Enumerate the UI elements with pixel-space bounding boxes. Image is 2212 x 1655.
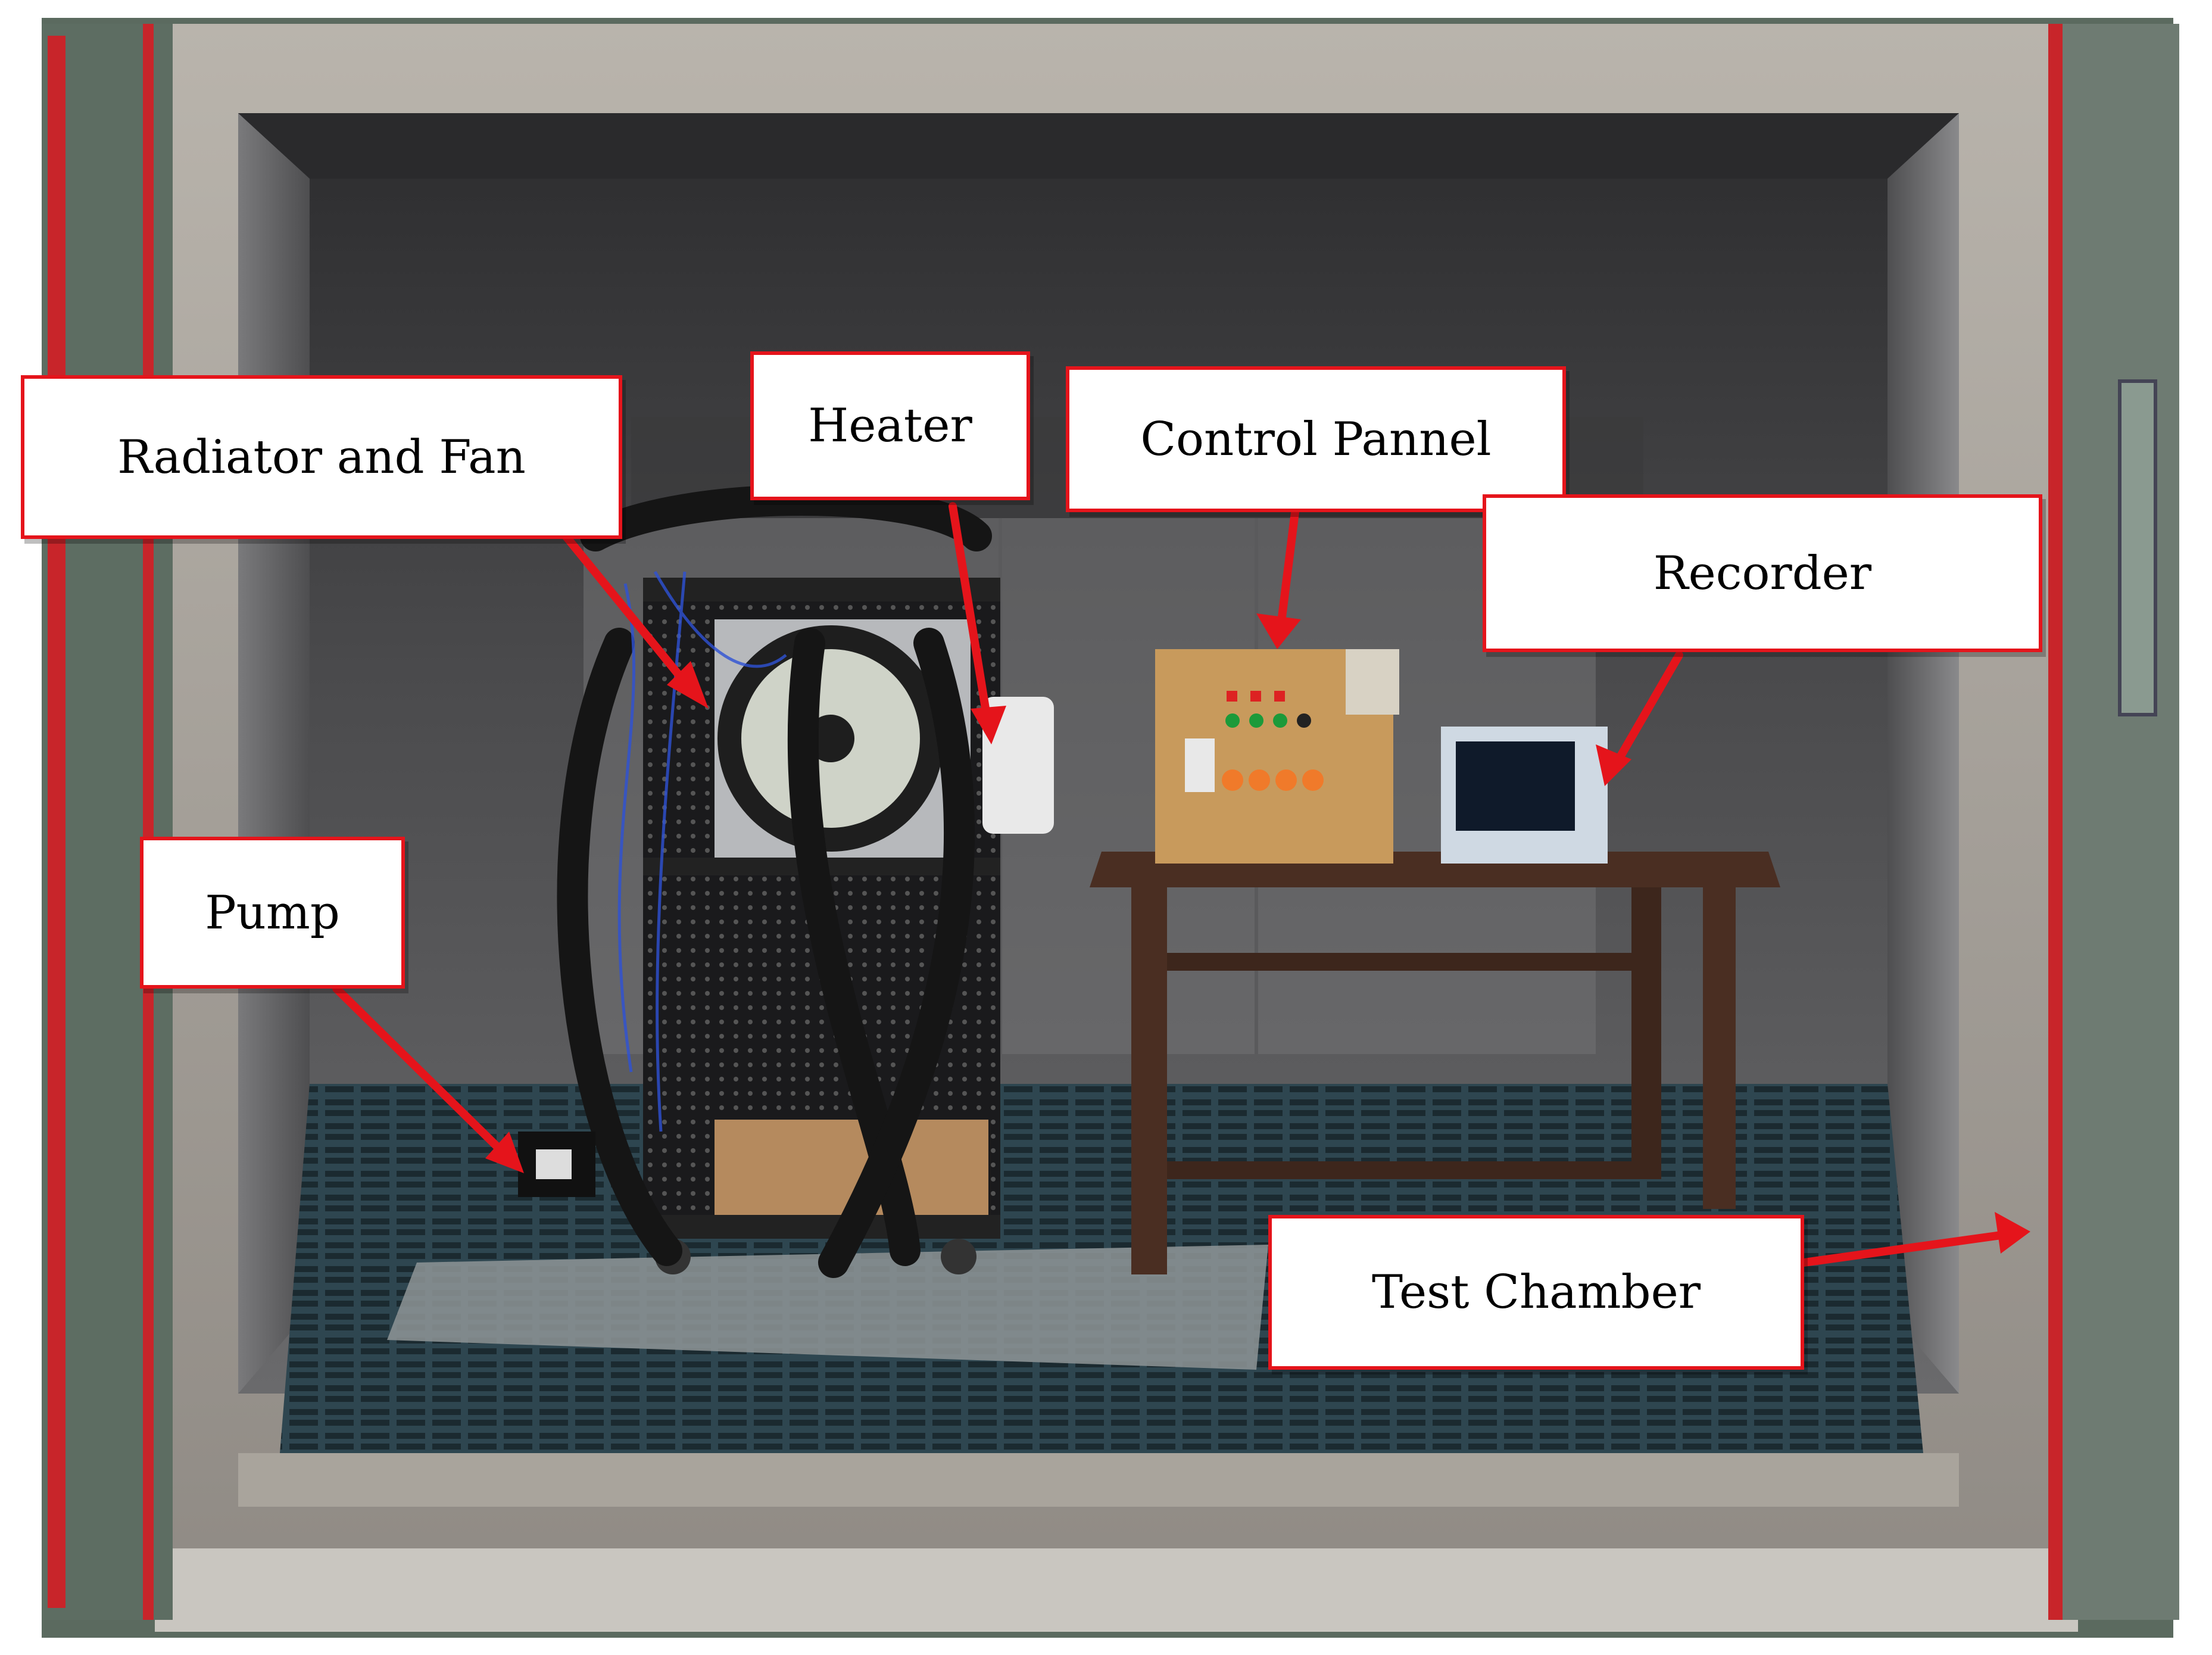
radiator-fan [715, 619, 971, 858]
label-radiator-and-fan: Radiator and Fan [21, 375, 622, 539]
annotation-arrows [332, 502, 2023, 1267]
arrow-heads [485, 613, 2030, 1254]
heater-unit [982, 697, 1054, 834]
label-pump: Pump [140, 837, 405, 989]
control-panel-board [1155, 649, 1399, 864]
pump-unit [518, 1132, 595, 1197]
label-control-pannel: Control Pannel [1066, 366, 1566, 512]
label-recorder: Recorder [1483, 494, 2042, 652]
coolant-hoses [557, 485, 992, 1278]
chamber-right-wall [1887, 113, 1959, 1394]
recorder-device [1441, 727, 1608, 864]
right-door [2048, 24, 2179, 1620]
label-heater: Heater [750, 351, 1030, 500]
chamber-left-wall [238, 113, 310, 1394]
label-test-chamber: Test Chamber [1268, 1215, 1804, 1370]
